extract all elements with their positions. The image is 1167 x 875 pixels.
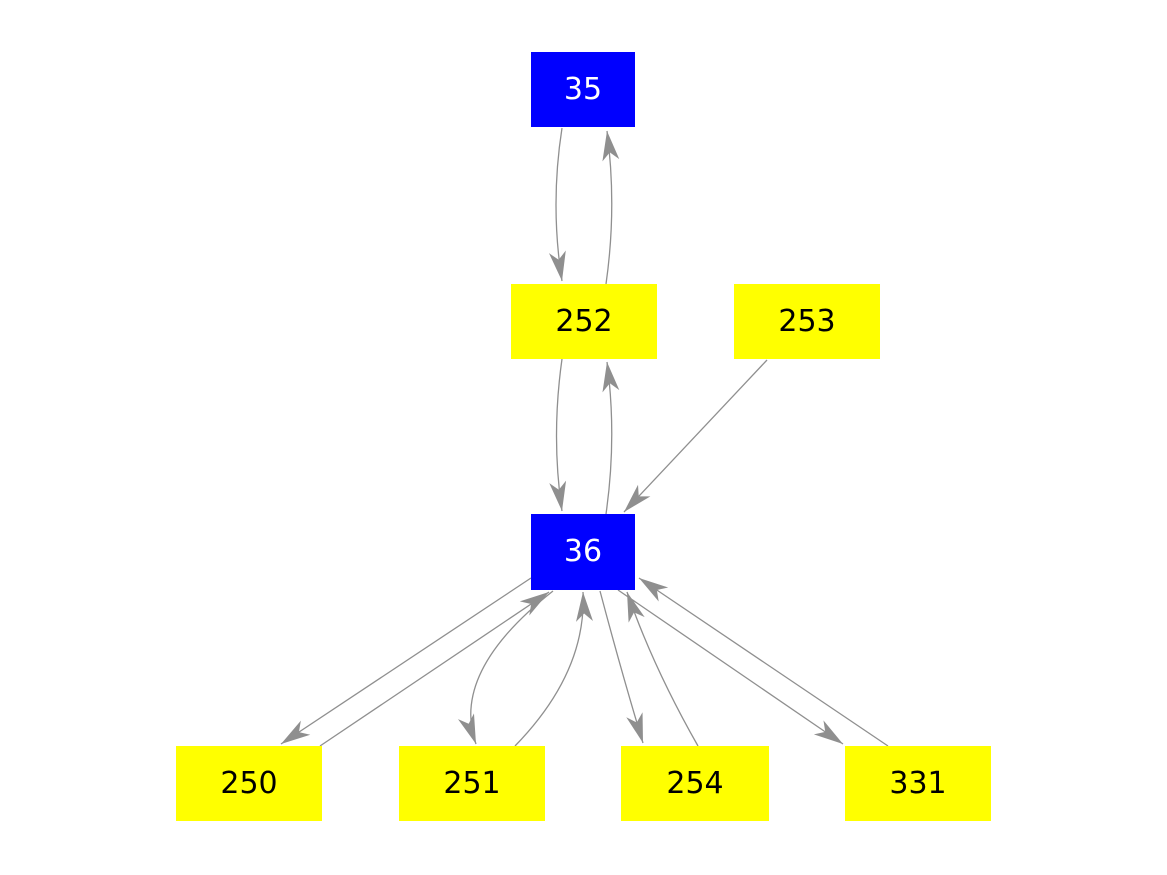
edge-36-to-331 <box>617 589 844 745</box>
node-36: 36 <box>531 514 635 590</box>
edge-35-to-252 <box>549 127 566 282</box>
node-252: 252 <box>511 284 657 359</box>
node-254: 254 <box>621 746 769 821</box>
node-253: 253 <box>734 284 880 359</box>
edge-254-to-36 <box>626 591 699 747</box>
edge-36-to-250 <box>280 577 532 745</box>
node-251: 251 <box>399 746 545 821</box>
edge-36-to-252 <box>602 361 620 515</box>
node-label-251: 251 <box>443 765 501 801</box>
node-label-253: 253 <box>778 303 836 339</box>
node-label-250: 250 <box>220 765 278 801</box>
node-250: 250 <box>176 746 322 821</box>
edge-250-to-36 <box>319 591 550 747</box>
edge-group <box>280 127 889 747</box>
node-label-331: 331 <box>889 765 947 801</box>
edge-253-to-36 <box>623 359 768 513</box>
node-35: 35 <box>531 52 635 127</box>
edge-252-to-35 <box>602 130 620 285</box>
node-331: 331 <box>845 746 991 821</box>
edge-251-to-36 <box>514 591 593 747</box>
edge-331-to-36 <box>638 577 889 747</box>
edge-252-to-36 <box>549 358 567 512</box>
node-label-35: 35 <box>563 71 603 107</box>
edge-36-to-251 <box>458 590 554 745</box>
node-label-36: 36 <box>563 534 603 569</box>
edge-36-to-254 <box>599 590 644 744</box>
node-label-254: 254 <box>666 765 724 801</box>
node-label-252: 252 <box>555 303 613 339</box>
